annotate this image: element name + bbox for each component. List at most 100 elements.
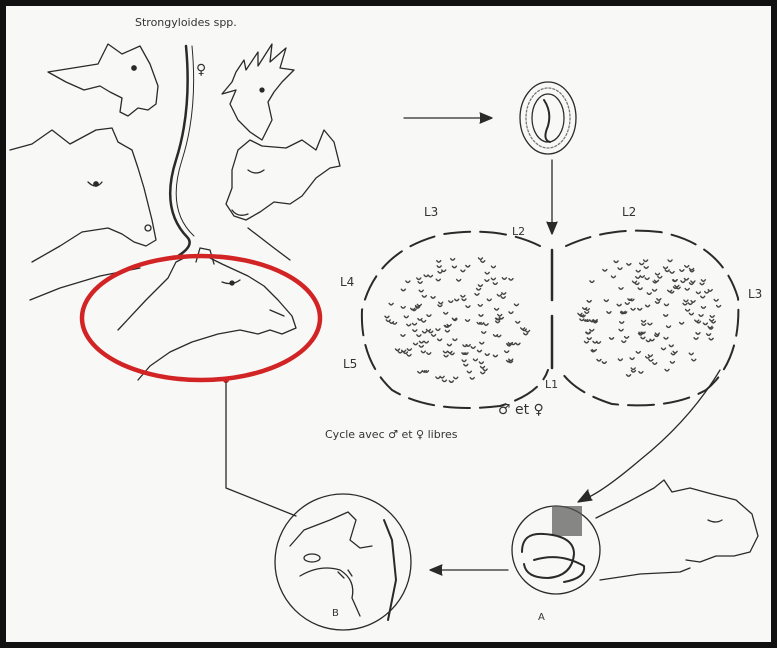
larva-mark bbox=[691, 301, 695, 303]
larva-mark bbox=[602, 362, 606, 364]
larva-mark bbox=[590, 329, 594, 331]
larva-mark bbox=[466, 345, 470, 347]
larva-mark bbox=[675, 285, 679, 287]
larva-mark bbox=[618, 359, 622, 361]
larva-mark bbox=[437, 266, 441, 268]
larva-mark bbox=[631, 368, 635, 370]
larva-mark bbox=[407, 324, 411, 326]
larva-mark bbox=[424, 275, 428, 277]
larva-mark bbox=[452, 318, 456, 320]
larva-mark bbox=[671, 353, 675, 355]
larva-mark bbox=[470, 378, 474, 380]
larva-mark bbox=[390, 322, 394, 324]
larva-mark bbox=[438, 271, 442, 273]
larva-mark bbox=[627, 375, 631, 377]
larva-mark bbox=[667, 326, 671, 328]
label-l3-right: L3 bbox=[748, 287, 762, 301]
larva-mark bbox=[711, 321, 715, 323]
larva-mark bbox=[655, 333, 659, 335]
larva-mark bbox=[700, 283, 704, 285]
larva-mark bbox=[509, 279, 513, 281]
larva-mark bbox=[688, 303, 692, 305]
larva-mark bbox=[477, 350, 481, 352]
larva-mark bbox=[478, 258, 482, 260]
larva-mark bbox=[662, 348, 666, 350]
larva-mark bbox=[437, 261, 441, 263]
larva-mark bbox=[710, 316, 714, 318]
larva-mark bbox=[709, 338, 713, 340]
larva-mark bbox=[607, 312, 611, 314]
larva-mark bbox=[526, 331, 530, 333]
larva-mark bbox=[647, 293, 651, 295]
larva-mark bbox=[473, 359, 477, 361]
larva-mark bbox=[407, 349, 411, 351]
larva-mark bbox=[673, 280, 677, 282]
larva-mark bbox=[461, 295, 465, 297]
larva-mark bbox=[418, 319, 422, 321]
larva-mark bbox=[413, 323, 417, 325]
larva-mark bbox=[491, 266, 495, 268]
larva-mark bbox=[448, 351, 452, 353]
larva-mark bbox=[646, 357, 650, 359]
larva-mark bbox=[638, 288, 642, 290]
larva-mark bbox=[493, 283, 497, 285]
larva-mark bbox=[640, 263, 644, 265]
larva-mark bbox=[648, 355, 652, 357]
larva-mark bbox=[453, 339, 457, 341]
larva-mark bbox=[494, 335, 498, 337]
highlight-ellipse bbox=[82, 256, 320, 380]
larva-mark bbox=[585, 309, 589, 311]
sheep-head bbox=[48, 44, 158, 116]
larva-mark bbox=[585, 312, 589, 314]
larva-mark bbox=[699, 315, 703, 317]
adult-worm bbox=[170, 46, 194, 256]
larva-mark bbox=[449, 381, 453, 383]
larvae-dots-left bbox=[385, 258, 530, 382]
larva-mark bbox=[657, 299, 661, 301]
larva-mark bbox=[631, 371, 635, 373]
larva-mark bbox=[439, 302, 443, 304]
larva-mark bbox=[466, 320, 470, 322]
larva-mark bbox=[443, 351, 447, 353]
larva-mark bbox=[438, 305, 442, 307]
larva-mark bbox=[481, 372, 485, 374]
label-l2-right: L2 bbox=[622, 205, 636, 219]
larva-mark bbox=[444, 355, 448, 357]
larva-mark bbox=[701, 307, 705, 309]
panel-a-label: A bbox=[538, 612, 545, 623]
egg bbox=[520, 82, 576, 154]
larva-mark bbox=[685, 266, 689, 268]
larva-mark bbox=[620, 322, 624, 324]
larva-mark bbox=[480, 366, 484, 368]
larva-mark bbox=[462, 299, 466, 301]
larva-mark bbox=[471, 347, 475, 349]
larva-mark bbox=[641, 337, 645, 339]
larva-mark bbox=[524, 333, 528, 335]
larva-mark bbox=[627, 264, 631, 266]
connector-line bbox=[226, 382, 296, 516]
larva-mark bbox=[665, 270, 669, 272]
larva-mark bbox=[696, 292, 700, 294]
larva-mark bbox=[645, 278, 649, 280]
larva-mark bbox=[479, 315, 483, 317]
larva-mark bbox=[631, 309, 635, 311]
larva-mark bbox=[483, 369, 487, 371]
larva-mark bbox=[497, 295, 501, 297]
larva-mark bbox=[653, 290, 657, 292]
larva-mark bbox=[478, 305, 482, 307]
larva-mark bbox=[689, 313, 693, 315]
larva-mark bbox=[696, 333, 700, 335]
larva-mark bbox=[610, 338, 614, 340]
larva-mark bbox=[664, 304, 668, 306]
larva-mark bbox=[705, 291, 709, 293]
larva-mark bbox=[668, 260, 672, 262]
larva-mark bbox=[480, 342, 484, 344]
larva-mark bbox=[692, 359, 696, 361]
cycle-caption: Cycle avec ♂ et ♀ libres bbox=[325, 428, 457, 441]
larva-mark bbox=[455, 299, 459, 301]
larva-mark bbox=[619, 329, 623, 331]
larva-mark bbox=[427, 353, 431, 355]
larva-mark bbox=[646, 340, 650, 342]
larva-mark bbox=[686, 310, 690, 312]
